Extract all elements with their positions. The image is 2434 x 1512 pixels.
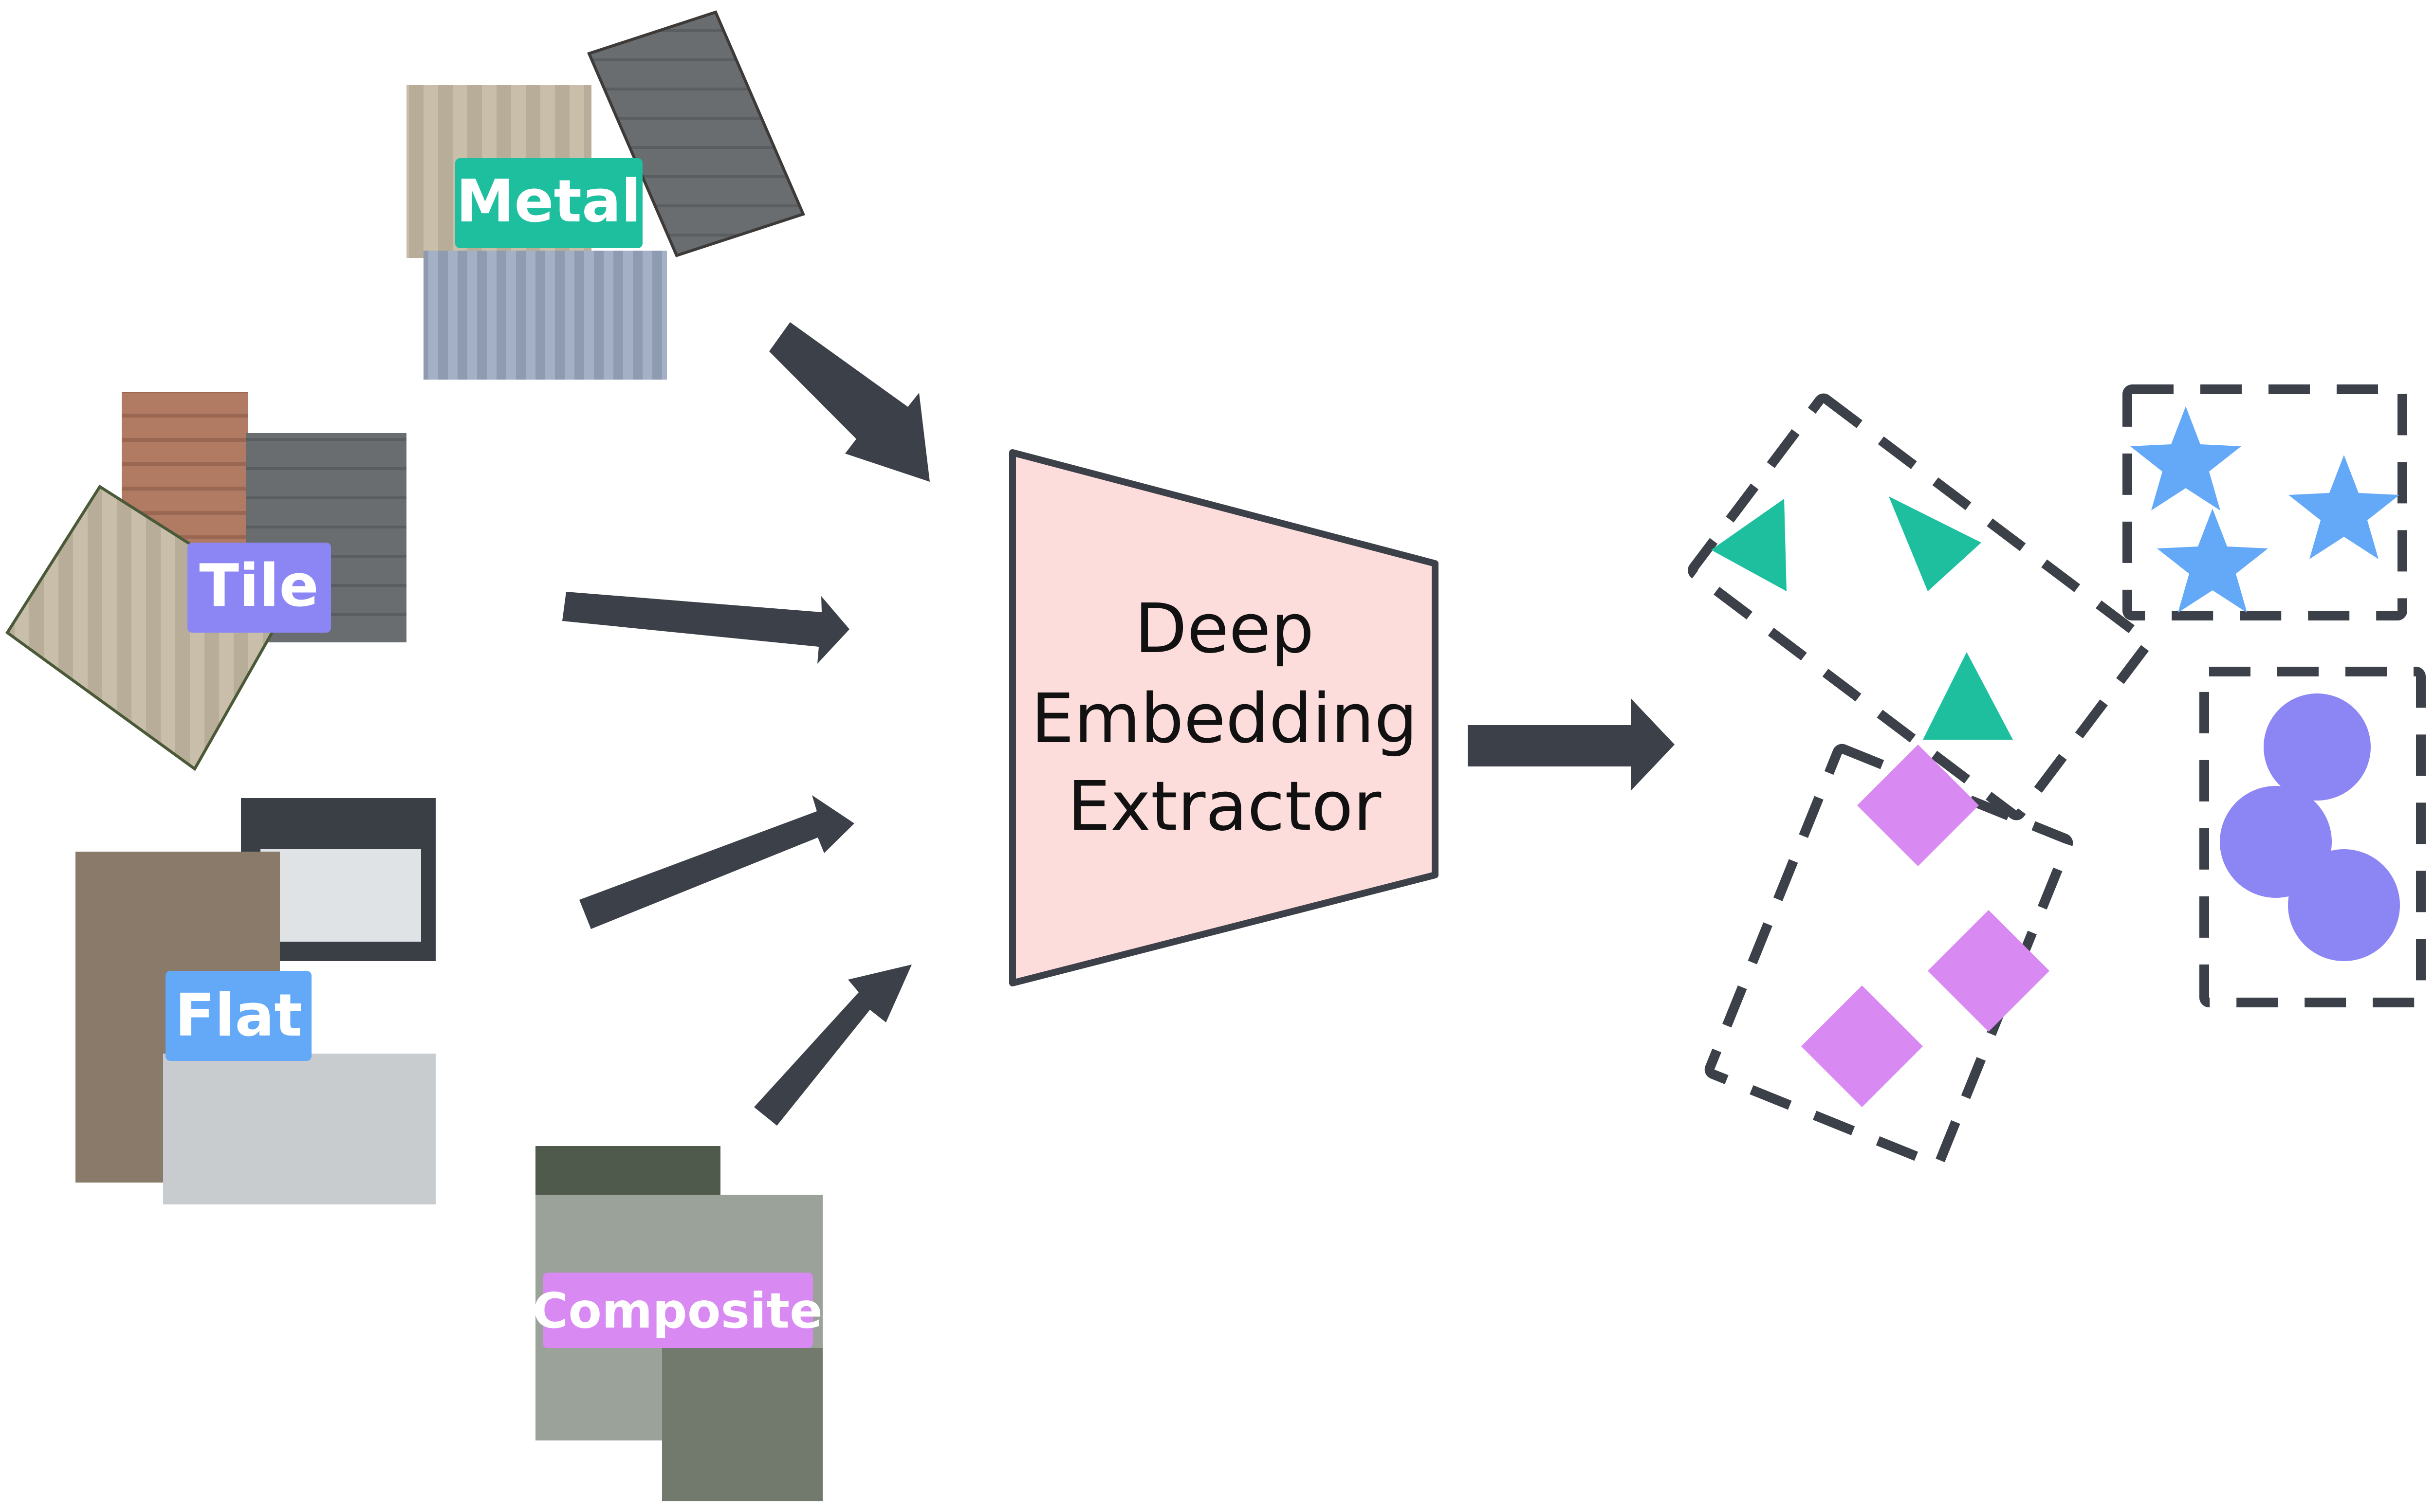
deep-embedding-extractor-box	[1009, 449, 1438, 986]
arrow-flat-to-extractor	[579, 795, 854, 929]
composite-roof-photo-bottom	[662, 1348, 823, 1501]
metal-image-cluster: Metal	[406, 10, 806, 380]
flat-label-bg	[166, 971, 312, 1061]
diamond-marker-3	[1801, 985, 1923, 1107]
diamond-marker-2	[1928, 910, 2049, 1032]
extractor-title-line3: Extractor	[1068, 767, 1382, 846]
triangle-marker-2	[1889, 496, 1981, 591]
metal-roof-photo-back	[587, 10, 806, 257]
extractor-title-line2: Embedding	[1031, 679, 1418, 759]
arrow-composite-to-extractor	[754, 965, 912, 1126]
arrow-tile-to-extractor	[562, 592, 849, 664]
composite-label-bg	[543, 1273, 813, 1348]
triangle-marker-3	[1923, 652, 2013, 740]
circle-marker-1	[2264, 693, 2371, 801]
star-cluster-box	[2122, 384, 2407, 620]
metal-label: Metal	[456, 168, 641, 236]
triangle-marker-1	[1711, 499, 1787, 591]
diamond-marker-1	[1857, 745, 1979, 866]
circle-marker-3	[2288, 849, 2400, 961]
flat-roof-photo-bottom	[163, 1054, 436, 1204]
star-marker-3	[2157, 509, 2268, 613]
flat-label: Flat	[175, 982, 302, 1050]
arrow-metal-to-extractor	[769, 322, 930, 482]
metal-label-bg	[455, 158, 643, 248]
tile-label-bg	[187, 543, 331, 633]
arrow-extractor-to-embeddings	[1468, 698, 1675, 791]
flat-image-cluster: Flat	[75, 798, 436, 1204]
flat-roof-photo-right-top-inner	[260, 849, 421, 942]
composite-label: Composite	[533, 1282, 823, 1339]
circle-cluster-box	[2199, 667, 2426, 1007]
input-arrows	[562, 322, 930, 1126]
composite-image-cluster: Composite	[533, 1146, 823, 1501]
tile-label: Tile	[199, 552, 319, 620]
metal-roof-photo-front	[424, 251, 667, 380]
embedding-space	[1688, 384, 2426, 1169]
triangle-cluster-box	[1688, 393, 2152, 820]
star-marker-1	[2130, 406, 2241, 510]
extractor-title-line1: Deep	[1135, 589, 1314, 669]
star-marker-2	[2288, 455, 2399, 559]
tile-image-cluster: Tile	[5, 392, 406, 771]
